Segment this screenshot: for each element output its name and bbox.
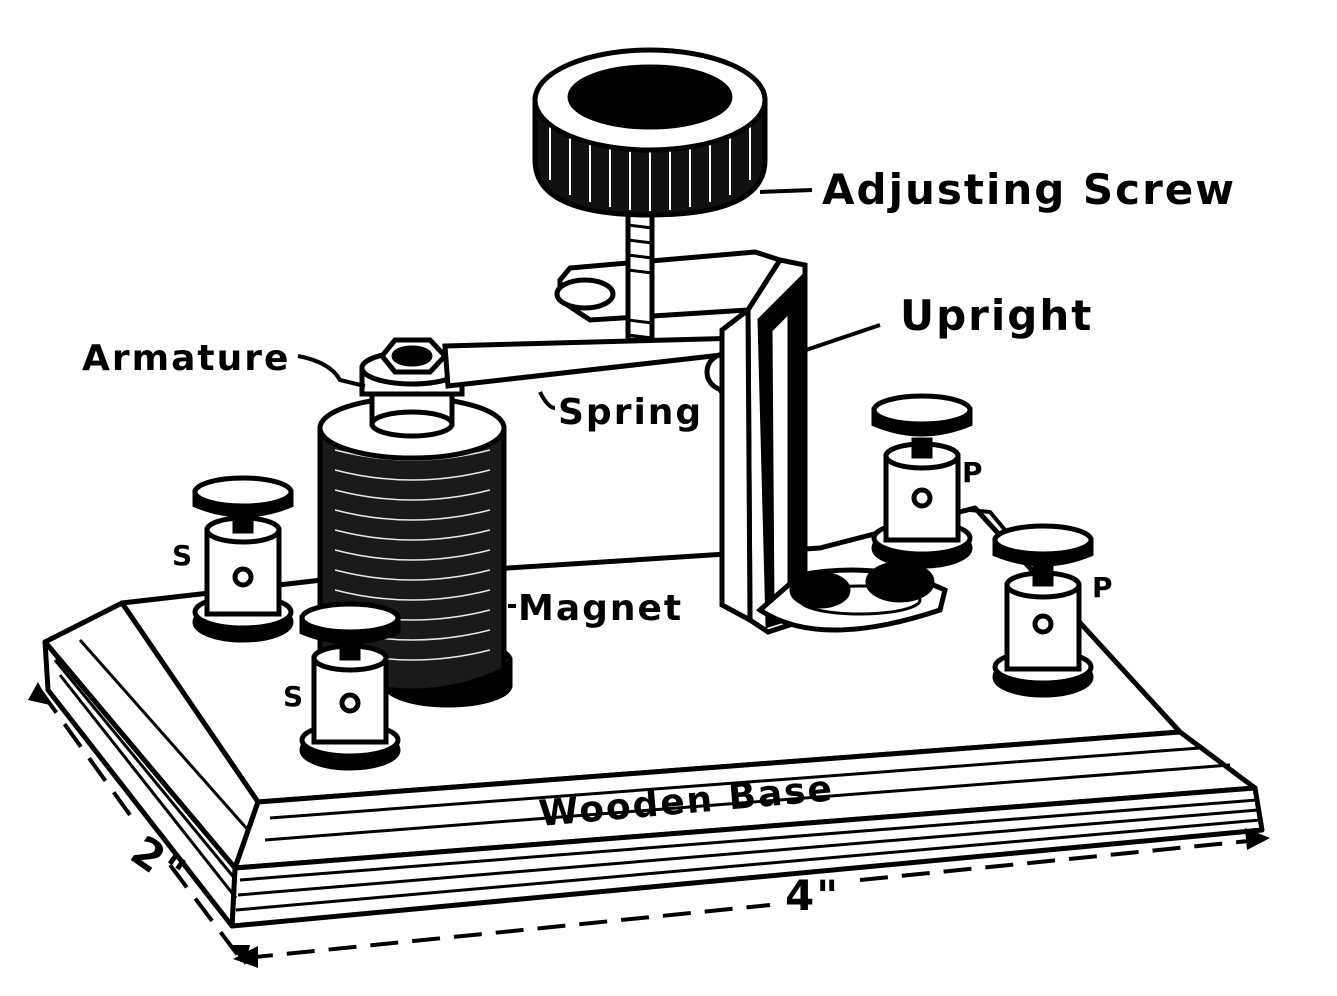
- dimension-lines: [38, 688, 1259, 960]
- leader-lines: [297, 188, 1007, 608]
- terminal-p-front: [992, 523, 1094, 698]
- label-terminal-p-rear: P: [962, 456, 983, 489]
- label-magnet: Magnet: [518, 588, 683, 629]
- label-terminal-p-front: P: [1092, 571, 1113, 604]
- terminal-s-front: [299, 601, 401, 771]
- label-terminal-s-rear: S: [172, 539, 192, 572]
- upright-bracket: [554, 249, 948, 635]
- label-adjusting-screw: Adjusting Screw: [822, 165, 1236, 214]
- label-upright: Upright: [900, 291, 1093, 340]
- label-armature: Armature: [82, 338, 290, 379]
- dimension-arrowheads: [28, 682, 1270, 968]
- label-spring: Spring: [558, 392, 703, 433]
- terminal-s-rear: [192, 475, 294, 643]
- adjusting-screw: [532, 47, 768, 343]
- label-width-dimension: 4": [785, 871, 840, 920]
- terminal-p-rear: [871, 393, 973, 569]
- label-terminal-s-front: S: [283, 680, 303, 713]
